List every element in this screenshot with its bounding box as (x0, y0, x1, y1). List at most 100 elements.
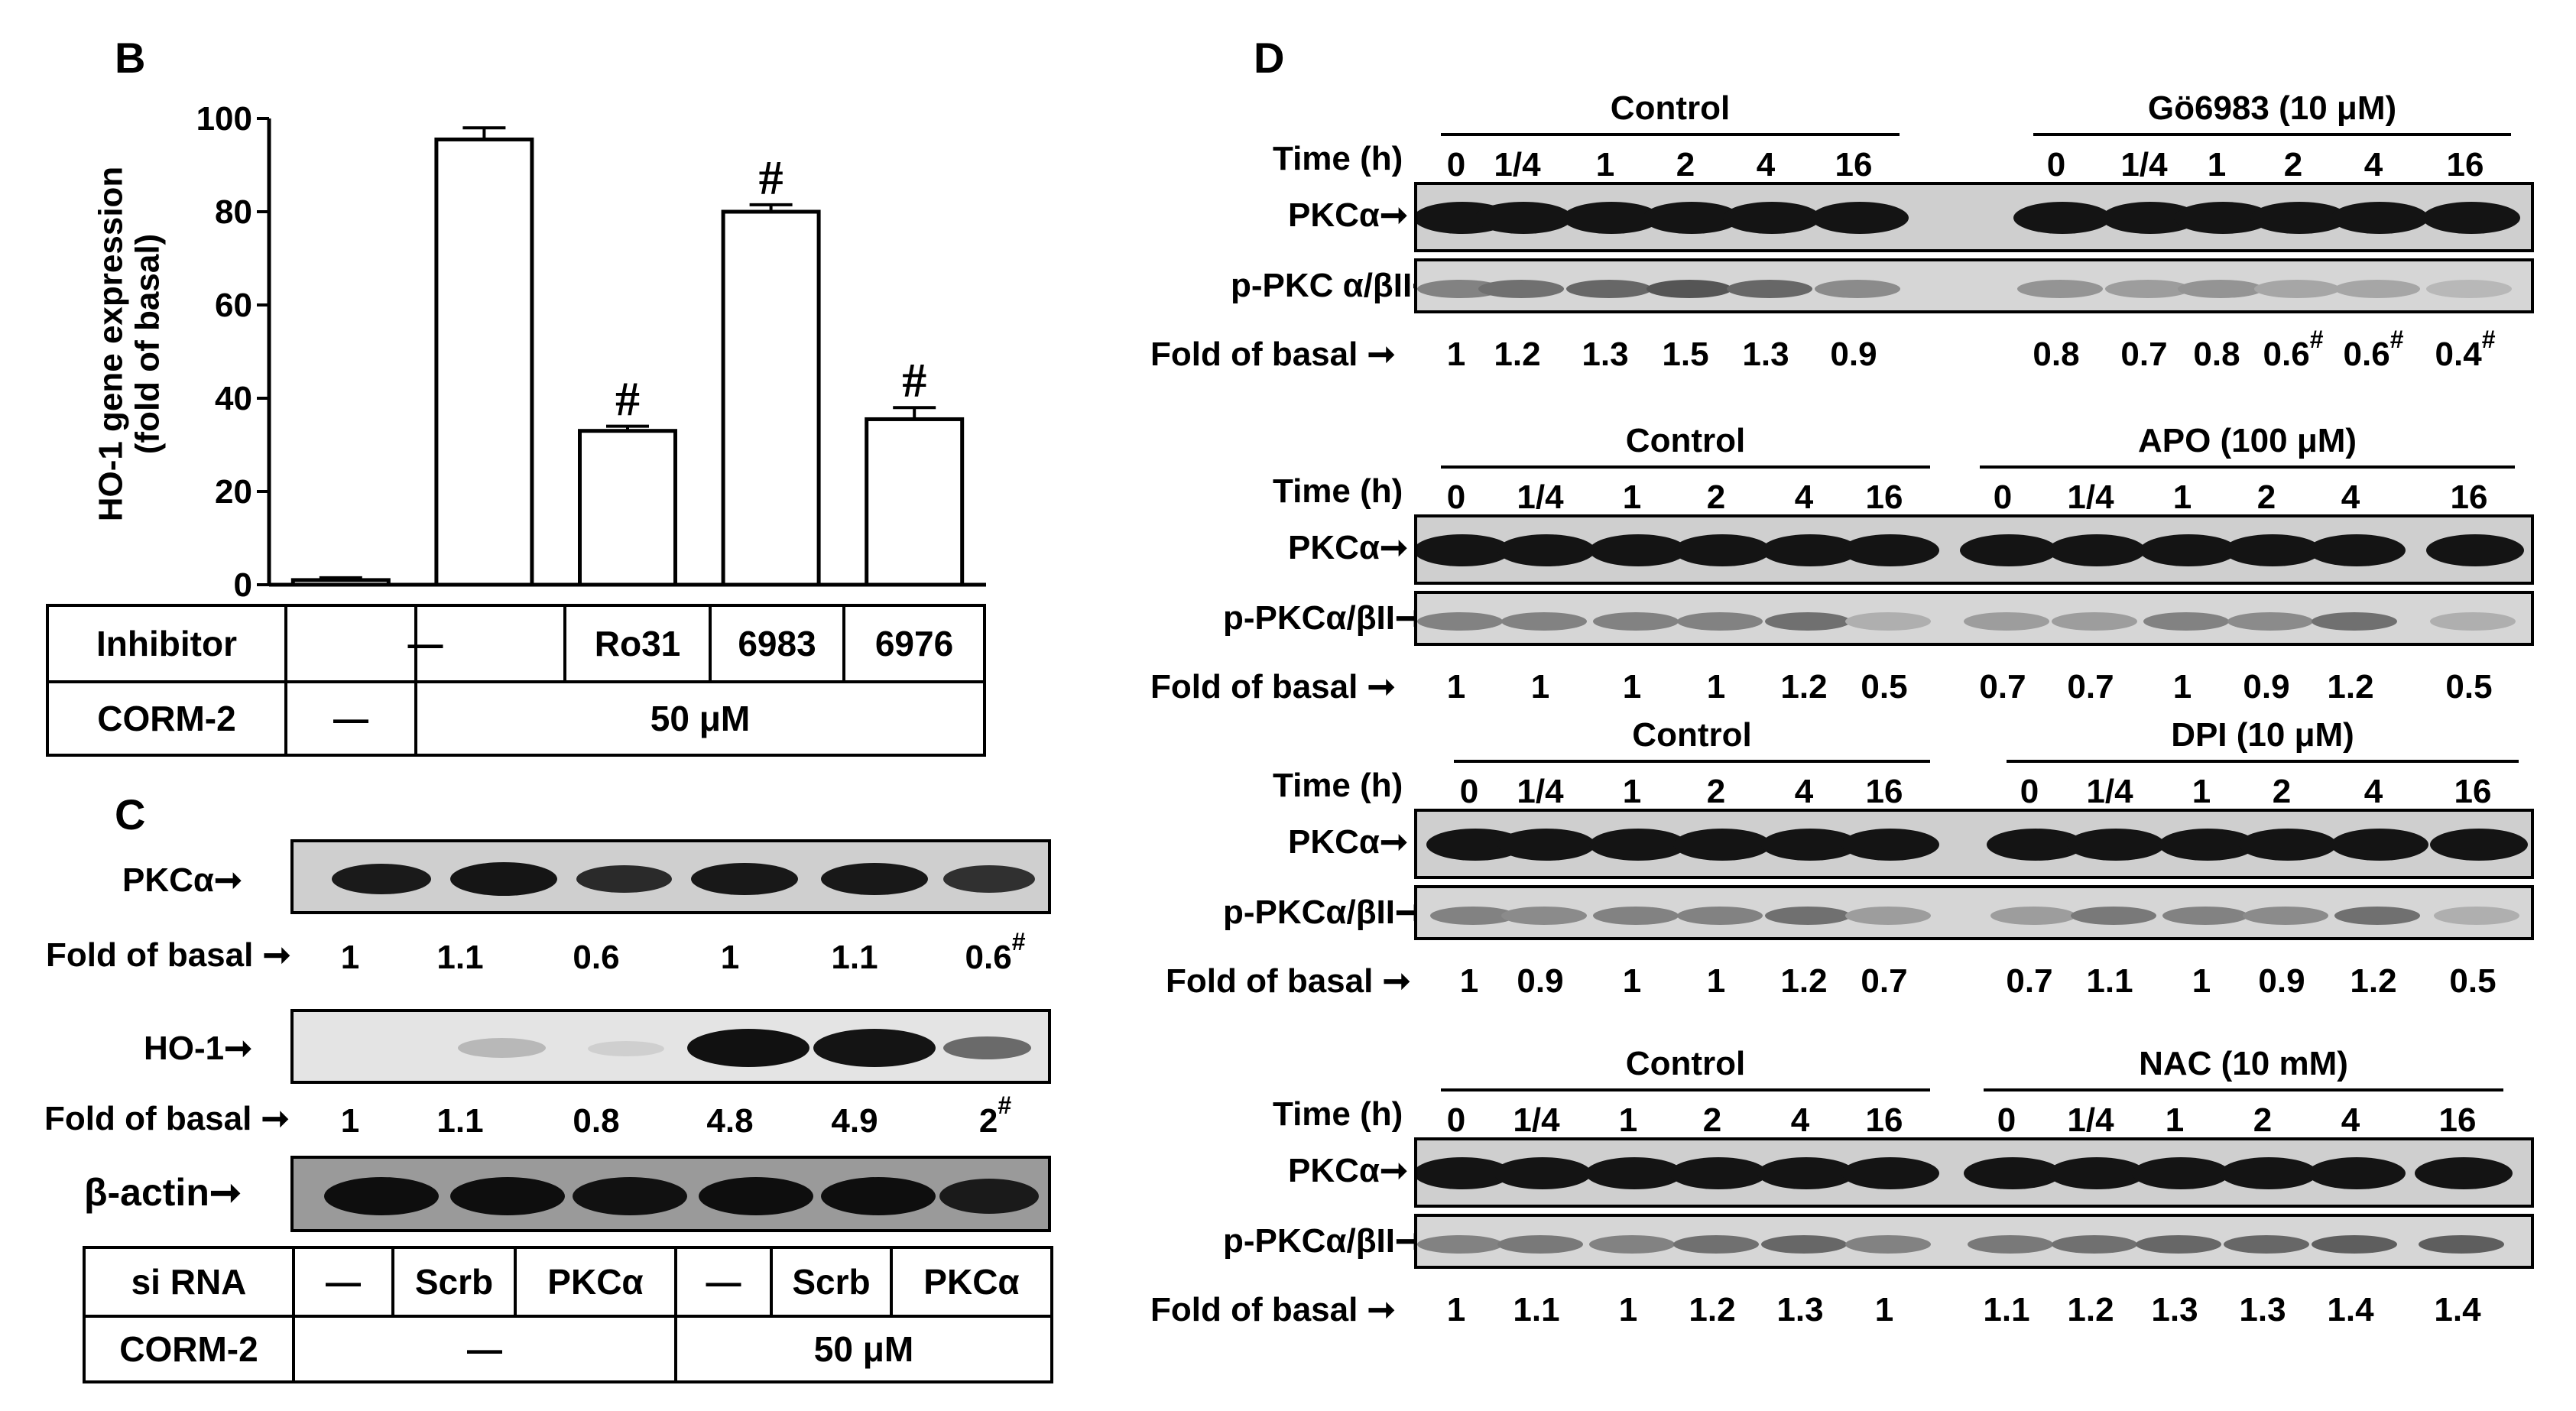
band (1811, 202, 1909, 234)
ppkc-blot (1414, 885, 2534, 940)
ppkc-blot (1414, 1214, 2534, 1269)
fold-value: 0.6# (2343, 326, 2404, 373)
band (2220, 1157, 2318, 1189)
y-tick-label: 20 (215, 473, 252, 511)
arrow-icon: ➞ (1379, 823, 1408, 861)
fold-value: 1 (1446, 1291, 1466, 1328)
time-point: 2 (1676, 146, 1695, 183)
time-point: 2 (2253, 1101, 2273, 1139)
ppkc-label: p-PKCα/βII➞ (1223, 599, 1423, 637)
fold-value: 1.2 (1494, 336, 1541, 373)
band (2052, 612, 2137, 631)
band (450, 1177, 565, 1215)
fold-label: Fold of basal ➞ (1150, 1291, 1396, 1328)
time-point: 16 (2438, 1101, 2477, 1139)
arrow-icon: ➞ (1379, 196, 1408, 234)
band (1723, 202, 1821, 234)
fold-value: 1.3 (2239, 1291, 2286, 1328)
c-pkca-blot (290, 839, 1051, 914)
treatment-header: Gö6983 (10 μM) (2147, 89, 2397, 127)
band (1589, 534, 1687, 566)
time-point: 4 (1756, 146, 1776, 183)
fold-value: 1 (1459, 962, 1479, 1000)
y-tick-label: 60 (215, 287, 252, 324)
time-point: 0 (1446, 146, 1466, 183)
band (1646, 280, 1732, 298)
significance-mark: # (998, 1091, 1012, 1119)
sirna-scrb-1: Scrb (414, 1262, 494, 1302)
band (699, 1177, 813, 1215)
band (2308, 1157, 2406, 1189)
pkca-blot (1414, 809, 2534, 879)
band (939, 1179, 1039, 1214)
fold-value: 1.4 (2327, 1291, 2374, 1328)
panel-b-label: B (115, 34, 146, 82)
band (2048, 1157, 2146, 1189)
band (1960, 534, 2058, 566)
band (1478, 280, 1564, 298)
band (1566, 280, 1652, 298)
band (2048, 534, 2146, 566)
treatment-line (1984, 1088, 2503, 1091)
band (573, 1177, 687, 1215)
c-ho1-label: HO-1➞ (144, 1030, 252, 1067)
y-tick-label: 40 (215, 380, 252, 417)
inhibitor-none: — (407, 624, 443, 663)
time-point: 16 (2450, 478, 2488, 516)
band (2162, 907, 2248, 925)
panel-c-label: C (115, 790, 146, 838)
treatment-header: NAC (10 mM) (2139, 1045, 2348, 1082)
time-point: 1/4 (2067, 478, 2114, 516)
fold-value: 1.2 (1780, 962, 1828, 1000)
band (2105, 280, 2191, 298)
fold-value: 1.1 (436, 1102, 484, 1140)
pkca-label: PKCα➞ (1288, 823, 1408, 861)
time-point: 4 (2341, 1101, 2360, 1139)
time-point: 1 (2192, 773, 2211, 810)
band (2224, 534, 2321, 566)
y-tick-label: 100 (196, 100, 252, 138)
time-point: 16 (2454, 773, 2492, 810)
fold-value: 1 (1622, 668, 1642, 706)
treatment-line (2033, 133, 2511, 136)
fold-value: 0.7 (1861, 962, 1908, 1000)
control-line (1454, 760, 1930, 763)
fold-label: Fold of basal ➞ (1150, 336, 1396, 373)
arrow-icon: ➞ (213, 861, 242, 899)
fold-value: 0.6# (2263, 326, 2324, 373)
time-point: 4 (2341, 478, 2360, 516)
band (2426, 280, 2512, 298)
corm2-none: — (333, 699, 368, 738)
band (1815, 280, 1900, 298)
band (1494, 1157, 1591, 1189)
time-point: 16 (1835, 146, 1873, 183)
band (2426, 534, 2524, 566)
fold-value: 4.8 (706, 1102, 754, 1140)
band (813, 1029, 936, 1067)
significance-mark: # (2481, 326, 2496, 353)
panel-b-table: Inhibitor — Ro31 6983 6976 CORM-2 — 50 μ… (46, 604, 986, 757)
time-point: 2 (2256, 478, 2276, 516)
fold-value: 1.3 (2151, 1291, 2198, 1328)
fold-value: 0.9 (1830, 336, 1877, 373)
time-point: 1/4 (2120, 146, 2168, 183)
fold-value: 1.1 (1513, 1291, 1560, 1328)
band (943, 865, 1035, 893)
fold-value: 1 (1446, 668, 1466, 706)
fold-value: 1.4 (2434, 1291, 2481, 1328)
fold-value: 0.6# (965, 928, 1026, 976)
fold-value: 0.9 (1517, 962, 1564, 1000)
time-point: 1 (2207, 146, 2227, 183)
band (2331, 202, 2428, 234)
band (1845, 1235, 1931, 1254)
band (1968, 1235, 2053, 1254)
significance-mark: # (2309, 326, 2324, 353)
bar (578, 429, 677, 587)
time-label: Time (h) (1273, 1095, 1403, 1133)
band (2136, 1235, 2221, 1254)
band (2017, 280, 2103, 298)
c-pkca-label: PKCα➞ (122, 861, 242, 899)
fold-value: 2# (978, 1091, 1012, 1140)
time-point: 16 (1865, 773, 1903, 810)
